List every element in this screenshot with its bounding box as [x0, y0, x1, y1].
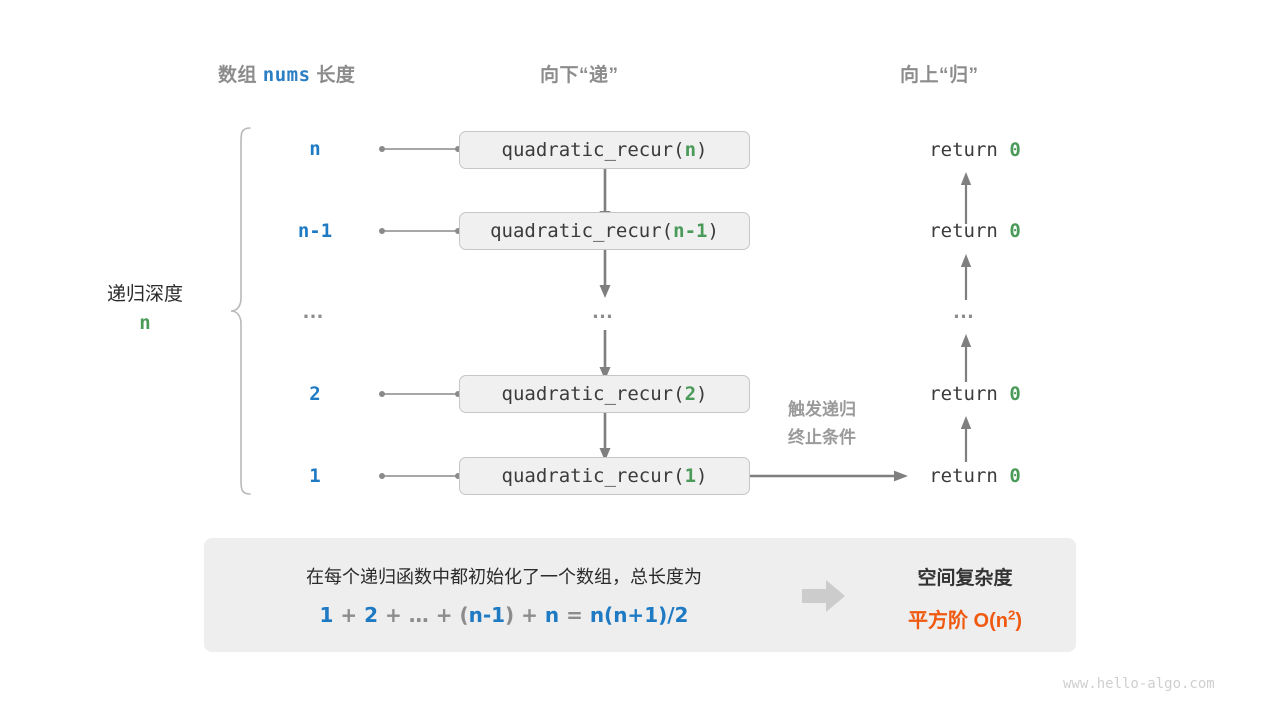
base-case-arrow: [750, 468, 910, 484]
termination-annotation-line1: 触发递归: [788, 400, 856, 419]
header-left-code: nums: [262, 64, 311, 86]
call-box-row-0-arg: n: [684, 139, 697, 161]
return-row-0-prefix: return: [929, 139, 1010, 161]
formula-result: n(n+1)/2: [589, 603, 689, 627]
formula-equals: =: [559, 603, 590, 627]
recurse-arrow-2: [597, 330, 613, 382]
recursion-depth-label: 递归深度 n: [80, 280, 210, 339]
return-row-3-value: 0: [1009, 383, 1021, 405]
header-middle-column: 向下“递”: [540, 65, 619, 86]
formula-term-2: 2: [364, 603, 379, 627]
termination-annotation: 触发递归 终止条件: [752, 396, 892, 452]
formula-op-2: +: [378, 603, 409, 627]
recursion-depth-text: 递归深度: [106, 284, 183, 305]
depth-value-row-3: 2: [309, 383, 321, 405]
return-row-3: return 0: [880, 383, 1070, 405]
call-box-row-3: quadratic_recur(2): [459, 375, 750, 413]
recursion-depth-value: n: [139, 312, 151, 335]
header-left-column: 数组 nums 长度: [218, 60, 355, 87]
formula-op-1: +: [333, 603, 365, 627]
complexity-value: 平方阶 O(n2): [860, 604, 1070, 633]
call-box-row-2: …: [591, 298, 618, 323]
call-box-row-3-prefix: quadratic_recur(: [501, 383, 685, 405]
depth-value-row-4: 1: [309, 465, 321, 487]
summary-formula: 1 + 2 + … + (n-1) + n = n(n+1)/2: [224, 603, 784, 627]
summary-block-arrow-icon: [802, 580, 846, 612]
recurse-arrow-1: [597, 250, 613, 300]
formula-term-3: …: [408, 603, 429, 627]
return-row-4-prefix: return: [929, 465, 1010, 487]
return-arrow-2: [958, 334, 974, 382]
formula-term-1: 1: [319, 603, 334, 627]
termination-annotation-line2: 终止条件: [788, 428, 856, 448]
call-box-row-0: quadratic_recur(n): [459, 131, 750, 169]
depth-value-row-0: n: [309, 138, 321, 160]
summary-panel: [204, 538, 1076, 652]
call-box-row-0-suffix: ): [696, 139, 708, 161]
return-row-1-value: 0: [1009, 220, 1021, 242]
call-box-row-1-prefix: quadratic_recur(: [490, 220, 674, 242]
header-left-prefix: 数组: [218, 65, 263, 86]
call-box-row-1-suffix: ): [707, 220, 719, 242]
connector-row-0: [378, 142, 462, 156]
formula-term-4: n-1: [468, 603, 506, 627]
formula-term-5: n: [544, 603, 560, 627]
recurse-arrow-3: [597, 413, 613, 463]
return-row-1: return 0: [880, 220, 1070, 242]
depth-brace: [228, 126, 254, 496]
return-arrow-0: [958, 172, 974, 224]
watermark: www.hello-algo.com: [1063, 676, 1215, 692]
header-right-column: 向上“归”: [900, 65, 979, 86]
call-box-row-4-arg: 1: [684, 465, 697, 487]
return-row-4-value: 0: [1009, 465, 1021, 487]
header-left-suffix: 长度: [310, 65, 356, 86]
call-box-row-4: quadratic_recur(1): [459, 457, 750, 495]
complexity-value-bigo: O(n: [973, 610, 1008, 632]
connector-row-1: [378, 224, 462, 238]
return-row-0-value: 0: [1009, 139, 1021, 161]
call-box-row-0-prefix: quadratic_recur(: [501, 139, 685, 161]
summary-description: 在每个递归函数中都初始化了一个数组，总长度为: [306, 567, 702, 587]
return-arrow-1: [958, 254, 974, 300]
call-box-row-4-suffix: ): [696, 465, 708, 487]
formula-right-paren: ): [505, 603, 515, 627]
complexity-value-tail: ): [1015, 610, 1022, 632]
formula-left-paren: (: [459, 603, 469, 627]
return-row-1-prefix: return: [929, 220, 1010, 242]
call-box-row-1: quadratic_recur(n-1): [459, 212, 750, 250]
call-box-row-4-prefix: quadratic_recur(: [501, 465, 685, 487]
call-box-row-1-arg: n-1: [673, 220, 708, 242]
formula-op-4: +: [514, 603, 545, 627]
call-box-row-3-suffix: ): [696, 383, 708, 405]
return-row-4: return 0: [880, 465, 1070, 487]
return-row-2: …: [952, 298, 979, 323]
depth-value-row-2: …: [302, 298, 328, 323]
complexity-title: 空间复杂度: [917, 568, 1013, 589]
return-row-3-prefix: return: [929, 383, 1010, 405]
formula-op-3: +: [428, 603, 460, 627]
return-row-0: return 0: [880, 139, 1070, 161]
connector-row-3: [378, 387, 462, 401]
return-arrow-3: [958, 416, 974, 462]
connector-row-4: [378, 469, 462, 483]
call-box-row-3-arg: 2: [684, 383, 697, 405]
complexity-value-prefix: 平方阶: [907, 610, 974, 632]
complexity-value-exponent: 2: [1007, 607, 1016, 623]
depth-value-row-1: n-1: [297, 220, 333, 242]
